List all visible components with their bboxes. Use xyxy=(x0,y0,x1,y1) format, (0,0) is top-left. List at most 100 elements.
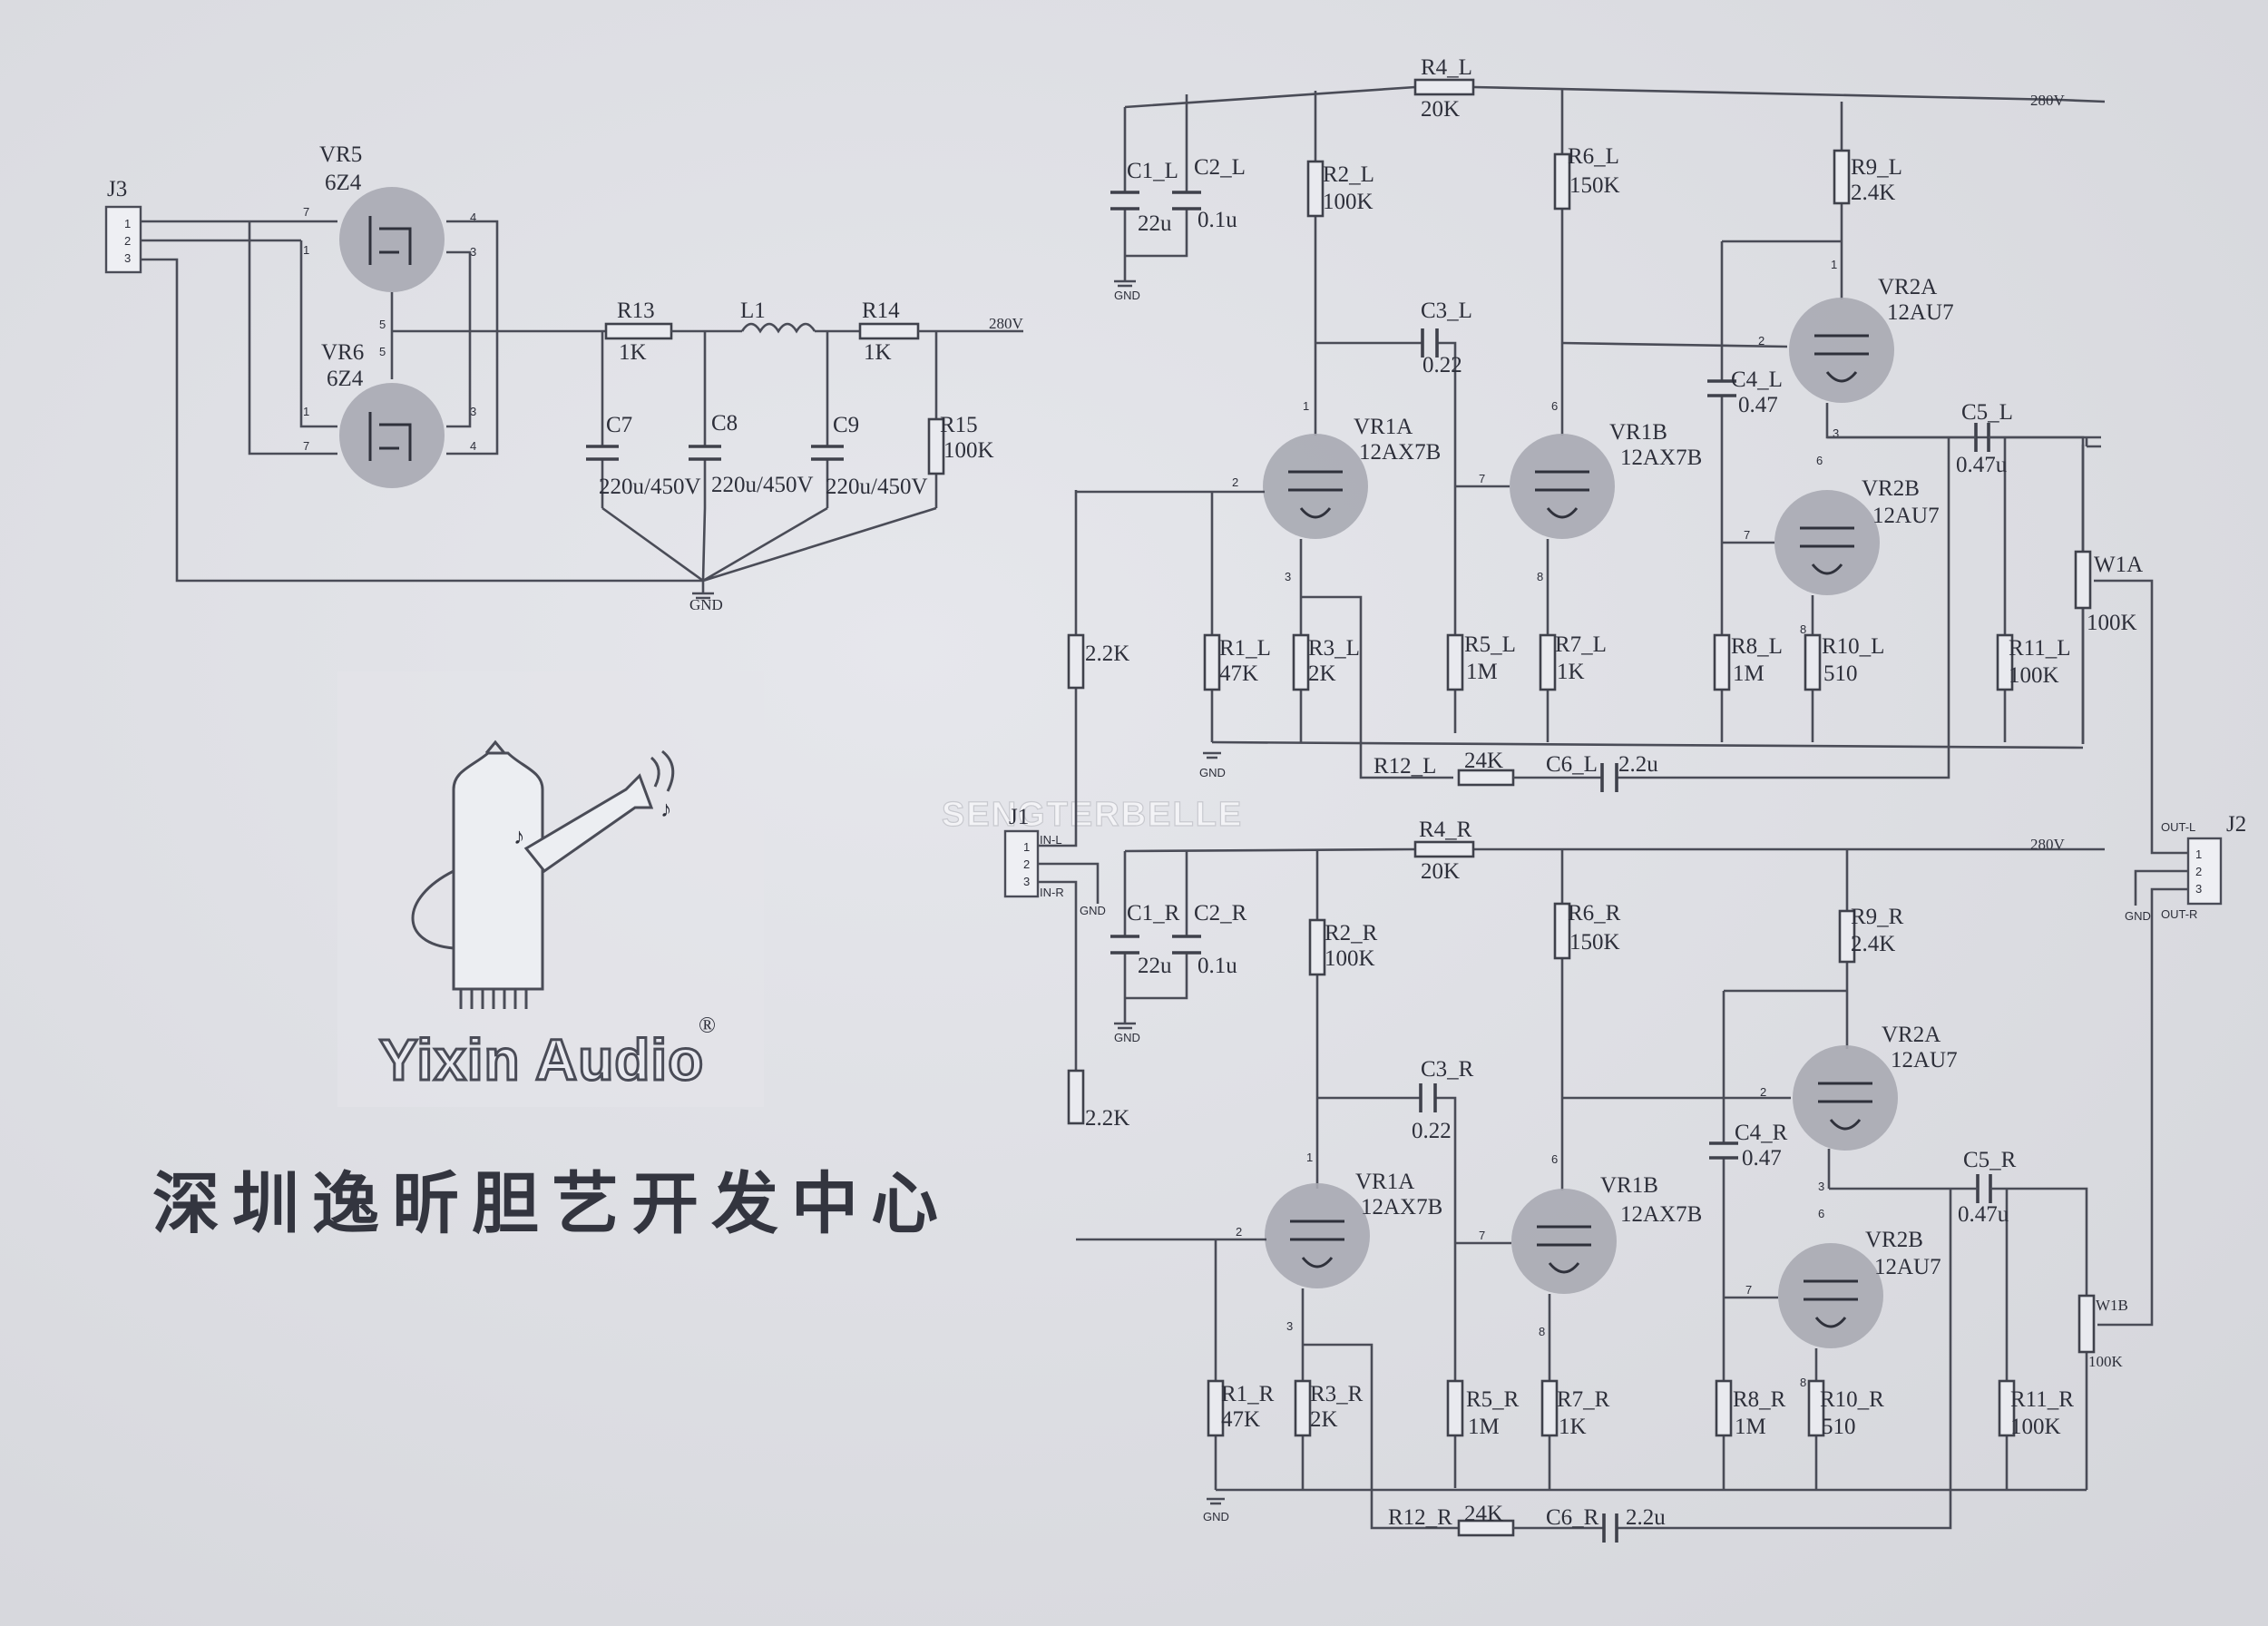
yixin-logo: ♪ ♪ Yixin Audio ® xyxy=(378,740,716,1094)
left-r9-ref: R9_L xyxy=(1851,155,1902,180)
l1-ref: L1 xyxy=(740,299,766,323)
vr5-pin-7: 7 xyxy=(303,205,309,219)
left-r5-ref: R5_L xyxy=(1464,632,1516,657)
left-c2-value: 0.1u xyxy=(1198,208,1237,232)
right-vr2b-type: 12AU7 xyxy=(1874,1255,1941,1279)
c8-ref: C8 xyxy=(711,411,738,436)
left-c6-ref: C6_L xyxy=(1546,752,1598,777)
right-c3-plates xyxy=(1419,1083,1437,1112)
left-c2-ref: C2_L xyxy=(1194,155,1246,180)
right-r2-resistor xyxy=(1308,918,1326,976)
logo-tube-body xyxy=(452,751,544,991)
right-c2-value: 0.1u xyxy=(1198,954,1237,978)
left-vr1a-type: 12AX7B xyxy=(1359,440,1441,465)
vr6-pin-7: 7 xyxy=(303,439,309,453)
filter-cap-legs xyxy=(601,331,938,508)
left-c4-ref: C4_L xyxy=(1731,367,1783,392)
j2-pin-3: 3 xyxy=(2195,882,2202,896)
logo-tube-pins xyxy=(459,989,528,1009)
left-r10-value: 510 xyxy=(1823,661,1858,686)
right-r1-ref: R1_R xyxy=(1221,1382,1275,1406)
right-r2-ref: R2_R xyxy=(1325,921,1378,945)
right-vr1a-electrodes xyxy=(1290,1220,1344,1268)
left-vr1a-pin-2: 2 xyxy=(1232,475,1238,489)
left-r1-ref: R1_L xyxy=(1219,636,1271,661)
right-r4-resistor xyxy=(1413,840,1475,858)
right-c3-ref: C3_R xyxy=(1421,1057,1474,1082)
left-r7-ref: R7_L xyxy=(1555,632,1607,657)
right-vr2a-grid-plate xyxy=(1562,849,1849,1100)
left-r1-value: 47K xyxy=(1219,661,1258,686)
left-vr1b-type: 12AX7B xyxy=(1620,446,1702,470)
right-c1-c2-plates xyxy=(1110,935,1201,955)
right-r6-resistor xyxy=(1553,902,1571,960)
r13-resistor xyxy=(604,322,673,340)
right-r10-resistor xyxy=(1807,1379,1825,1437)
right-ground-symbol xyxy=(1207,1497,1225,1505)
c7-ref: C7 xyxy=(606,413,632,437)
right-c6-value: 2.2u xyxy=(1626,1505,1666,1530)
left-c5-ref: C5_L xyxy=(1961,400,2013,425)
left-stage1-grid-cathode xyxy=(1076,490,1453,779)
right-vr2a-pin-2: 2 xyxy=(1760,1085,1766,1099)
left-vr1b-pin-8: 8 xyxy=(1537,570,1543,583)
right-vr2b-pin-8: 8 xyxy=(1800,1376,1806,1389)
input-res-left-value: 2.2K xyxy=(1085,642,1129,666)
right-r12-ref: R12_R xyxy=(1388,1505,1452,1530)
right-vr2a-electrodes xyxy=(1818,1082,1872,1131)
right-r4-value: 20K xyxy=(1421,859,1460,884)
left-vr2a-ref: VR2A xyxy=(1878,275,1937,299)
left-r7-value: 1K xyxy=(1557,660,1585,684)
left-w1a-ref: W1A xyxy=(2094,553,2143,577)
right-c6-ref: C6_R xyxy=(1546,1505,1599,1530)
j1-wiring xyxy=(1038,490,1100,1105)
right-vr2a-tube xyxy=(1793,1045,1898,1151)
right-w1b-pot xyxy=(2077,1294,2096,1354)
filter-cap-plates xyxy=(586,445,844,461)
input-res-right xyxy=(1067,1069,1085,1125)
left-c1-ground xyxy=(1114,279,1136,288)
left-r11-value: 100K xyxy=(2009,663,2059,688)
input-output-section: J1 1 2 3 IN-L IN-R GND 2.2K 2.2K J2 1 2 … xyxy=(1003,490,2246,1327)
right-r10-value: 510 xyxy=(1822,1415,1856,1439)
right-r2-value: 100K xyxy=(1325,946,1375,971)
left-vr2a-pin-1: 1 xyxy=(1831,258,1837,271)
right-c3-net xyxy=(1317,1096,1457,1488)
left-c1-gnd-label: GND xyxy=(1114,289,1140,302)
left-vr2b-type: 12AU7 xyxy=(1872,504,1940,528)
vr6-rectifier-tube xyxy=(339,383,445,488)
right-vr1a-pin-1: 1 xyxy=(1306,1151,1313,1164)
right-r9-ref: R9_R xyxy=(1851,905,1904,929)
left-c1-c2-plates xyxy=(1110,191,1201,211)
left-vr1a-ref: VR1A xyxy=(1354,415,1413,439)
right-r5-value: 1M xyxy=(1468,1415,1500,1439)
j2-connector xyxy=(2186,837,2223,906)
right-vr1b-ref: VR1B xyxy=(1600,1173,1658,1198)
left-r10-ref: R10_L xyxy=(1822,634,1884,659)
left-r1-resistor xyxy=(1203,633,1221,691)
left-vr2b-tube xyxy=(1774,490,1880,595)
right-r8-value: 1M xyxy=(1735,1415,1766,1439)
left-channel: R4_L 20K 280V C1_L 22u C2_L 0.1u GND R2_… xyxy=(1076,55,2143,792)
right-r7-resistor xyxy=(1540,1379,1559,1437)
left-c1-value: 22u xyxy=(1138,211,1172,236)
left-c1-c2-wiring xyxy=(1123,94,1188,281)
right-r1-value: 47K xyxy=(1221,1407,1260,1432)
company-name-chinese: 深圳逸昕胆艺开发中心 xyxy=(152,1165,951,1243)
right-c1-ground xyxy=(1114,1022,1136,1030)
right-r10-ref: R10_R xyxy=(1820,1387,1884,1412)
left-ground-symbol xyxy=(1203,751,1221,759)
right-vr1b-pin-8: 8 xyxy=(1539,1325,1545,1338)
vr6-pin-5: 5 xyxy=(379,345,386,358)
watermark: SENGTERBELLE xyxy=(942,796,1243,834)
left-vr2a-pin-2: 2 xyxy=(1758,334,1765,348)
right-channel: R4_R 20K 280V C1_R 22u C2_R 0.1u GND R2_… xyxy=(1076,818,2128,1543)
left-vr1b-pin-6: 6 xyxy=(1551,399,1558,413)
logo-tube-tip xyxy=(484,740,506,754)
right-vr2b-electrodes xyxy=(1804,1279,1858,1328)
right-gnd-label: GND xyxy=(1203,1510,1229,1523)
left-bplus-rail xyxy=(1124,85,2106,109)
left-vr2b-electrodes xyxy=(1800,526,1854,575)
